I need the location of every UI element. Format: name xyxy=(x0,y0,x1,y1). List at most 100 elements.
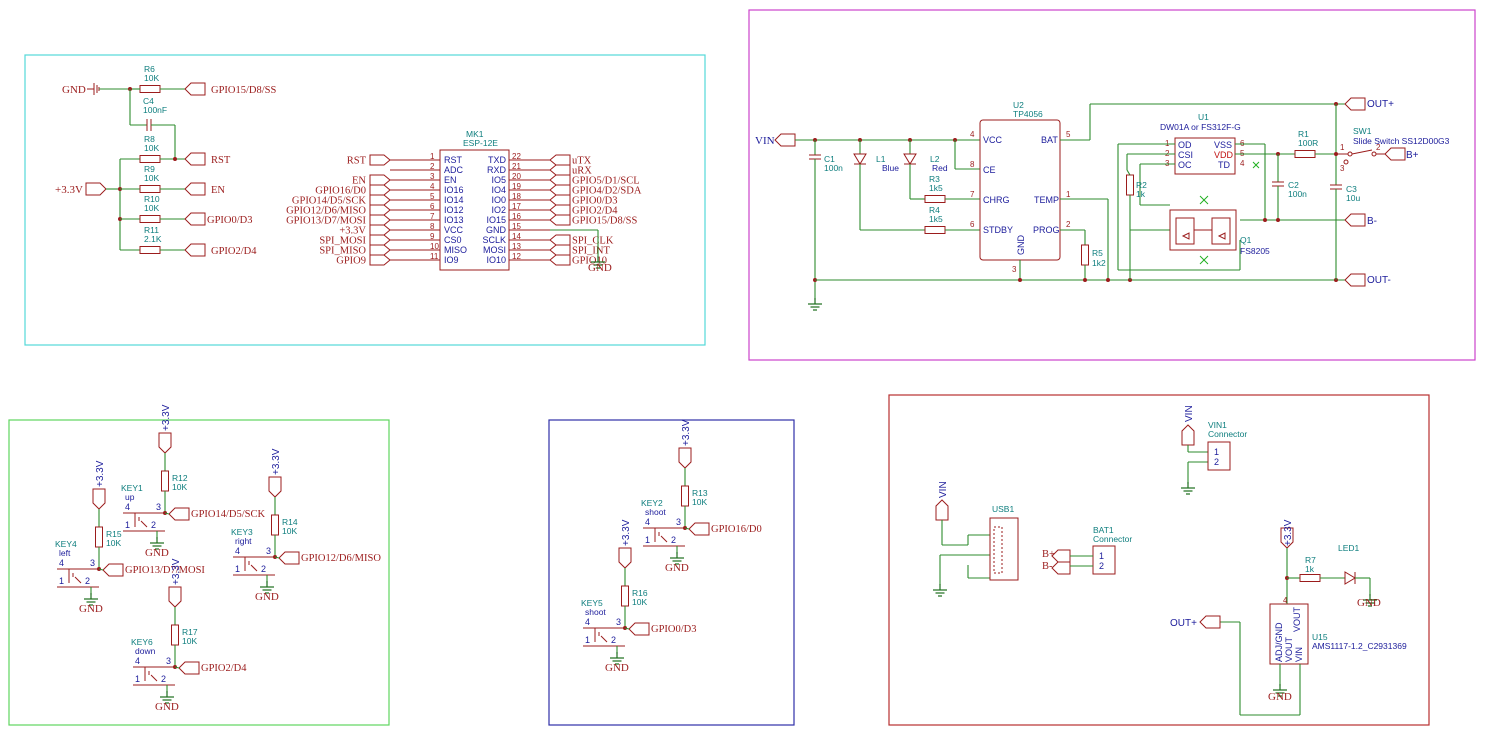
bat1-p2: 2 xyxy=(1099,561,1104,571)
esp-pin-name-right: IO2 xyxy=(491,205,506,215)
key-net-gpio13: GPIO13/D7/MOSI xyxy=(125,565,205,576)
b-plus-label: B+ xyxy=(1406,150,1419,161)
net-gpio2-label: GPIO2/D4 xyxy=(211,246,257,257)
r13-val: 10K xyxy=(692,497,707,507)
key-gnd-label: GND xyxy=(255,591,279,603)
r4-val: 1k5 xyxy=(929,214,943,224)
r10-ref: R10 xyxy=(144,194,160,204)
esp-pin-num-left: 3 xyxy=(430,172,435,181)
r15-ref: R15 xyxy=(106,529,122,539)
key4-ref: KEY4 xyxy=(55,539,77,549)
esp-net-urx: uRX xyxy=(572,166,592,177)
bat-b-plus: B+ xyxy=(1042,549,1055,560)
esp-net-gpio13: GPIO13/D7/MOSI xyxy=(286,216,366,227)
r11-val: 2.1K xyxy=(144,234,162,244)
key3-ref: KEY3 xyxy=(231,527,253,537)
vin1-p2: 2 xyxy=(1214,457,1219,467)
esp-pin-num-left: 1 xyxy=(430,152,435,161)
resistor-r1 xyxy=(1294,150,1316,158)
key6-val: down xyxy=(135,646,156,656)
key-pin1: 1 xyxy=(645,535,650,545)
frame-keys-left xyxy=(8,419,390,726)
mk1-val: ESP-12E xyxy=(463,138,498,148)
c3-val: 10u xyxy=(1346,193,1360,203)
usb-vin-label: VIN xyxy=(938,481,949,498)
esp-section: GND R6 10K GPIO15/D8/SS C4 100nF R8 10K … xyxy=(55,64,642,274)
esp-pin-name-right: IO4 xyxy=(491,185,506,195)
esp-pin-name-right: IO15 xyxy=(486,215,506,225)
u15-out-plus: OUT+ xyxy=(1170,618,1197,629)
key-p33-label: +3.3V xyxy=(171,558,182,585)
key1-val: up xyxy=(125,492,135,502)
key-p33-label: +3.3V xyxy=(161,404,172,431)
dw-csi: CSI xyxy=(1178,150,1193,160)
esp-pin-num-left: 10 xyxy=(430,242,439,251)
u15-adj: ADJ/GND xyxy=(1274,622,1284,662)
net-gpio15-label: GPIO15/D8/SS xyxy=(211,85,277,96)
resistor-r10 xyxy=(139,215,161,223)
key-pin1: 1 xyxy=(235,564,240,574)
r6-ref: R6 xyxy=(144,64,155,74)
esp-pin-num-right: 14 xyxy=(512,232,521,241)
r17-val: 10K xyxy=(182,636,197,646)
tp-prog: PROG xyxy=(1033,225,1060,235)
key-gnd-label: GND xyxy=(665,562,689,574)
esp-net-en: EN xyxy=(352,176,366,187)
l2-val: Red xyxy=(932,163,948,173)
esp-gnd-label: GND xyxy=(588,262,612,274)
tp-n1: 1 xyxy=(1066,190,1071,199)
usb1-connector xyxy=(989,517,1019,581)
r17-ref: R17 xyxy=(182,627,198,637)
tp-n6: 6 xyxy=(970,220,975,229)
r16-ref: R16 xyxy=(632,588,648,598)
esp-net-utx: uTX xyxy=(572,156,592,167)
esp-pin-num-left: 9 xyxy=(430,232,435,241)
resistor-r8 xyxy=(139,155,161,163)
key-pin1: 1 xyxy=(125,520,130,530)
led1-ref: LED1 xyxy=(1338,543,1360,553)
dw-n4: 4 xyxy=(1240,159,1245,168)
r9-val: 10K xyxy=(144,173,159,183)
bat1-ref: BAT1 xyxy=(1093,525,1114,535)
c4-val: 100nF xyxy=(143,105,167,115)
tp-bat: BAT xyxy=(1041,135,1058,145)
tp-chrg: CHRG xyxy=(983,195,1010,205)
key-pin1: 1 xyxy=(59,576,64,586)
key-pin3: 3 xyxy=(166,656,171,666)
bat1-p1: 1 xyxy=(1099,551,1104,561)
esp-net-gpio9: GPIO9 xyxy=(336,256,366,267)
l2-ref: L2 xyxy=(930,154,940,164)
bat1-connector xyxy=(1092,545,1116,575)
key-pin4: 4 xyxy=(235,546,240,556)
esp-net-spi_clk: SPI_CLK xyxy=(572,236,614,247)
key-pin1: 1 xyxy=(135,674,140,684)
r11-ref: R11 xyxy=(144,225,159,235)
frame-charger xyxy=(748,9,1476,361)
esp-pin-name-left: IO9 xyxy=(444,255,459,265)
esp-pin-name-left: VCC xyxy=(444,225,464,235)
key-pin2: 2 xyxy=(611,635,616,645)
sw-p1: 1 xyxy=(1340,143,1345,152)
esp-net-spi_mosi: SPI_MOSI xyxy=(319,236,366,247)
esp-pin-num-left: 8 xyxy=(430,222,435,231)
u15-n4: 4 xyxy=(1283,596,1288,605)
gnd-label: GND xyxy=(62,84,86,96)
r13-ref: R13 xyxy=(692,488,708,498)
key3-val: right xyxy=(235,536,252,546)
u15-val: AMS1117-1.2_C2931369 xyxy=(1312,641,1407,651)
key-pin2: 2 xyxy=(261,564,266,574)
esp-pin-num-right: 16 xyxy=(512,212,521,221)
r9-ref: R9 xyxy=(144,164,155,174)
key-net-gpio2: GPIO2/D4 xyxy=(201,663,247,674)
dw-td: TD xyxy=(1218,160,1230,170)
tp-stdby: STDBY xyxy=(983,225,1013,235)
esp-pin-num-left: 11 xyxy=(430,252,439,261)
esp-pin-num-right: 22 xyxy=(512,152,521,161)
key-pin2: 2 xyxy=(671,535,676,545)
esp-pin-num-right: 21 xyxy=(512,162,521,171)
resistor-r6 xyxy=(139,85,161,93)
u15-ref: U15 xyxy=(1312,632,1328,642)
out-plus-label: OUT+ xyxy=(1367,99,1394,110)
